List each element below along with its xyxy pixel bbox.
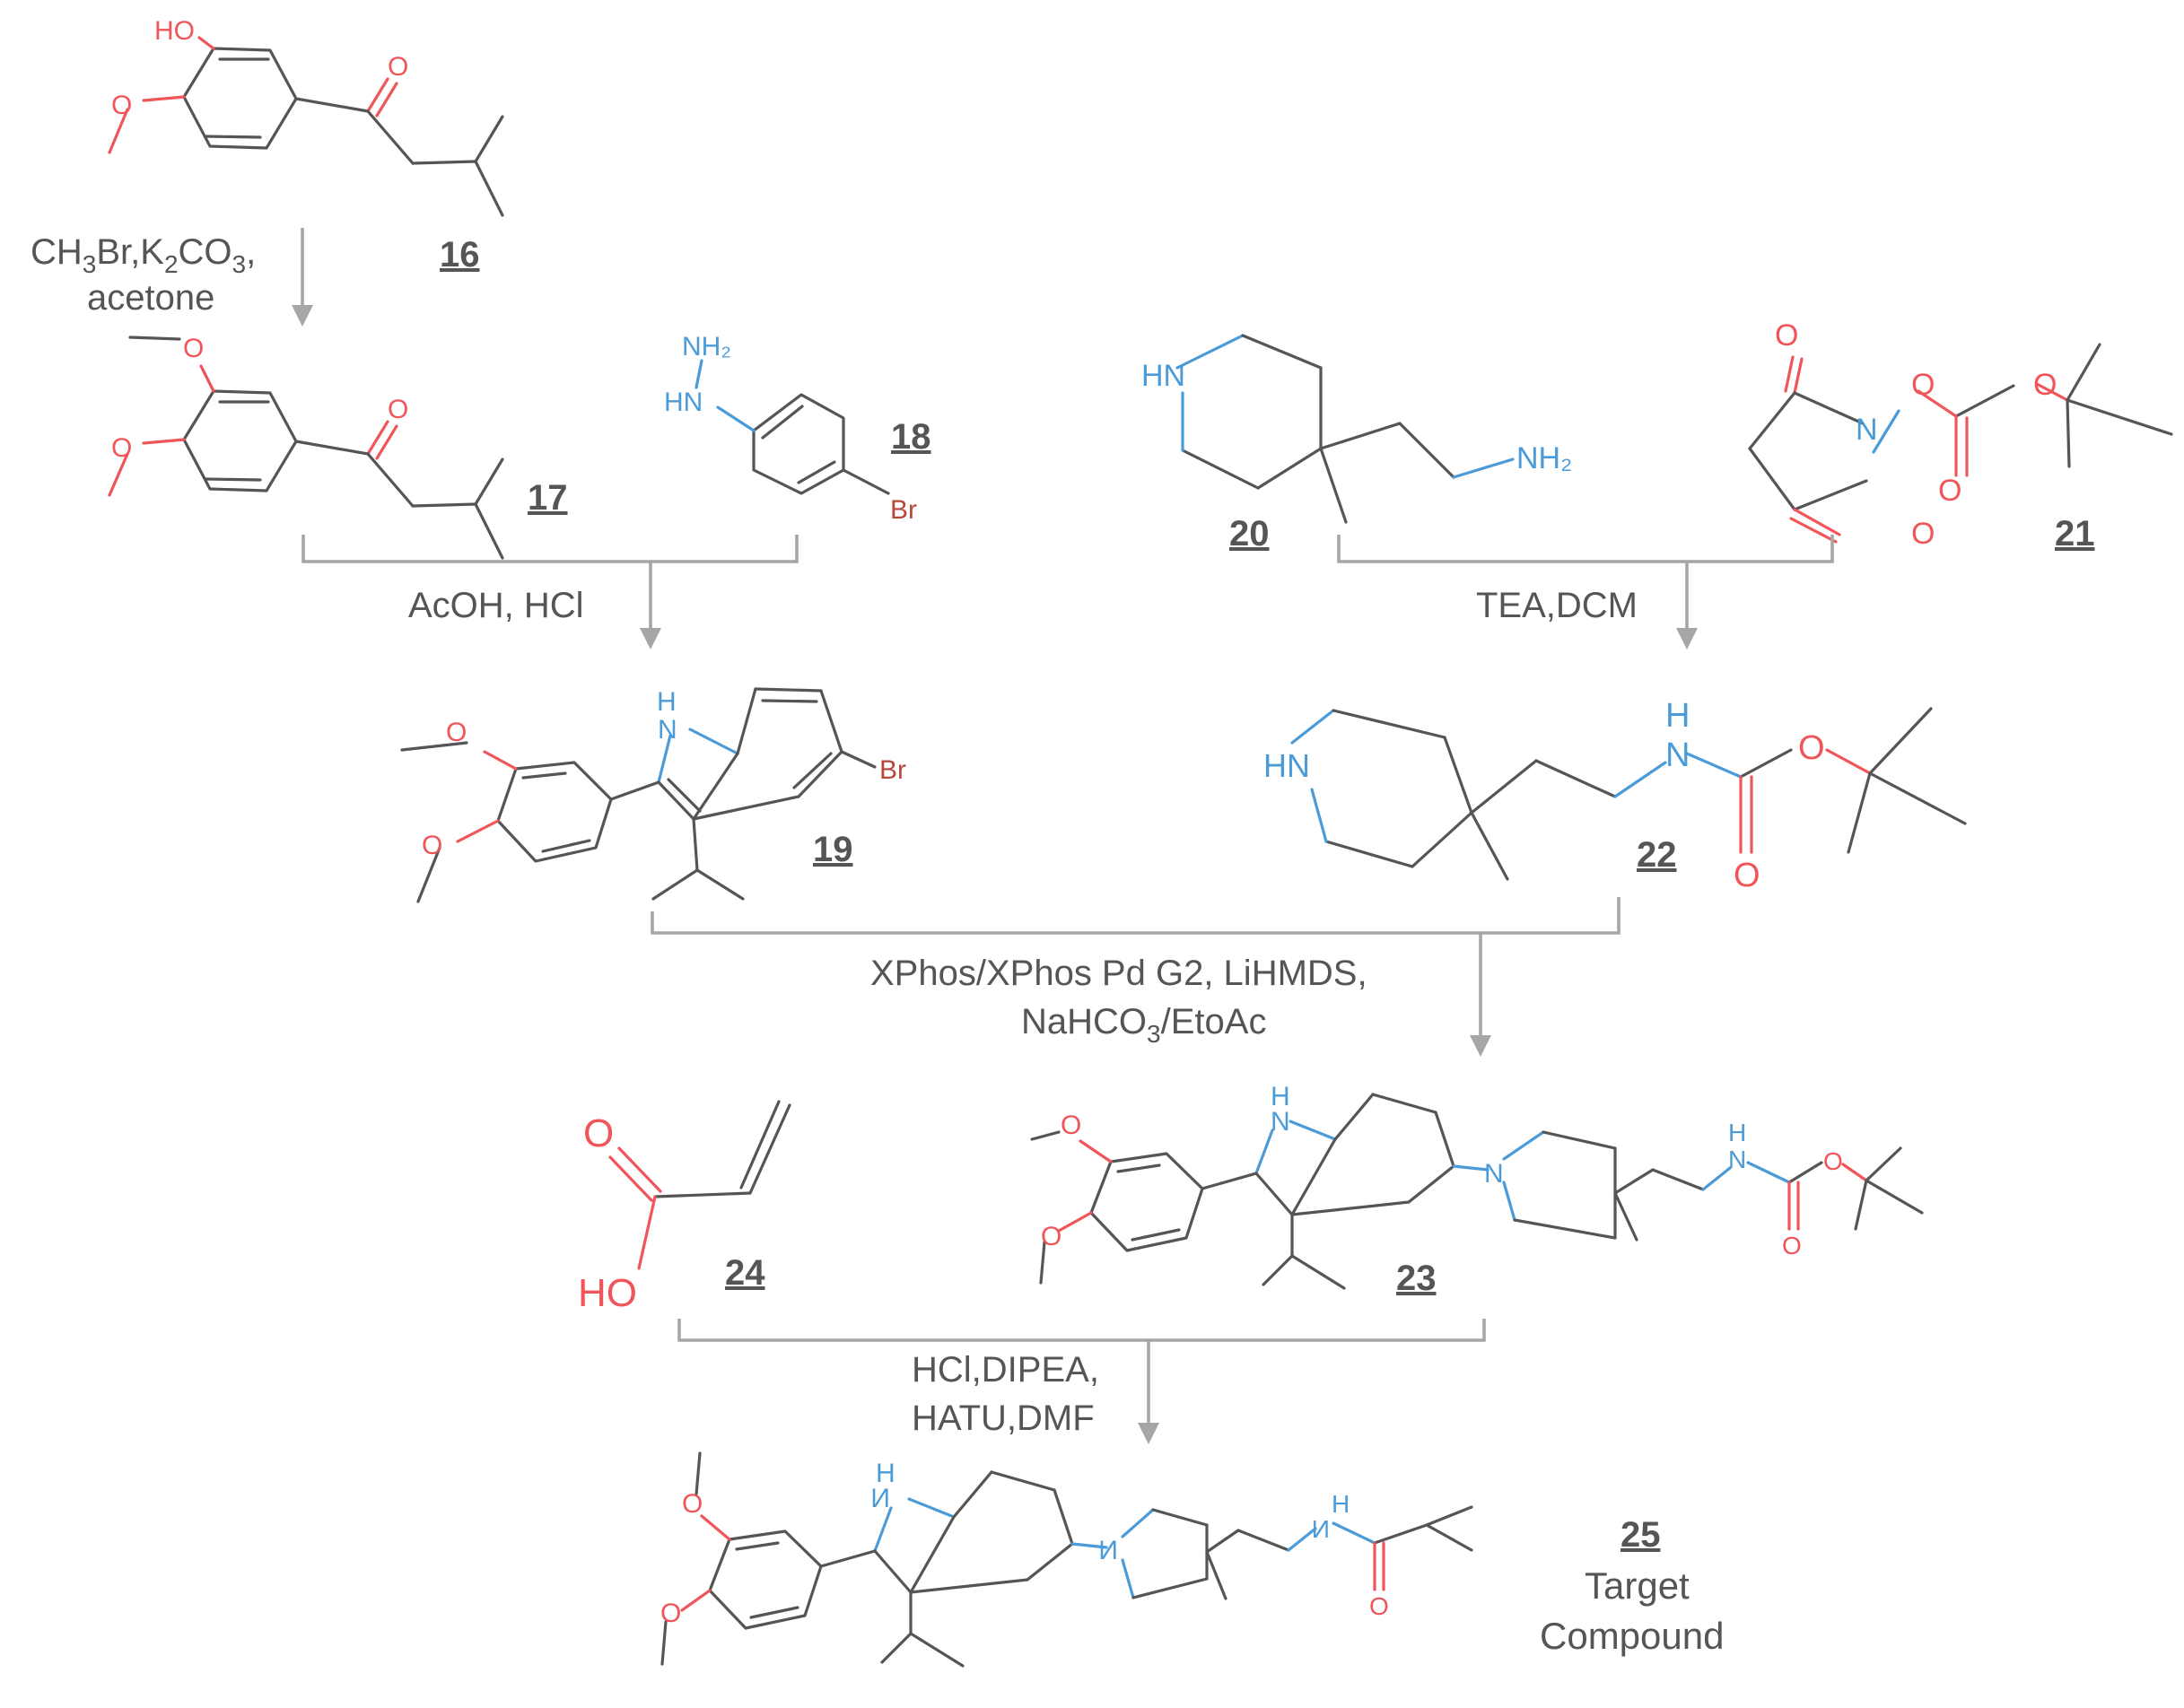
atom-o-17-methoxy: O: [111, 433, 132, 463]
condition-step5-line1: HCl,DIPEA,: [912, 1350, 1099, 1390]
atom-hn-22: HN: [1263, 747, 1310, 784]
atom-h-19: H: [657, 687, 677, 717]
atom-n-23-amide: N: [1728, 1146, 1746, 1173]
compound-16-structure: [108, 36, 504, 217]
atom-o-25-carbonyl: O: [1369, 1592, 1389, 1620]
atom-n-21: N: [1856, 413, 1878, 447]
atom-o-21-ester: O: [2033, 368, 2057, 402]
atom-hn-18: HN: [664, 388, 703, 417]
atom-n-25-piperidine: N: [1098, 1536, 1118, 1565]
atom-ho-16: HO: [154, 16, 195, 46]
compound-24-structure: [608, 1100, 791, 1270]
compound-label-23: 23: [1396, 1259, 1437, 1298]
compound-label-20: 20: [1229, 514, 1270, 553]
atom-n-25-amide: N: [1312, 1515, 1330, 1543]
arrow-step5: [677, 1319, 1486, 1444]
compound-label-17: 17: [528, 478, 568, 518]
target-label-line1: Target: [1585, 1564, 1690, 1607]
arrow-step4: [651, 897, 1621, 1057]
atom-o-21-noc: O: [1911, 368, 1935, 402]
atom-n-25-indole: N: [870, 1484, 890, 1513]
atom-nh2-18: NH₂: [682, 332, 731, 362]
atom-h-25-amide: H: [1332, 1490, 1350, 1518]
atom-br-18: Br: [890, 495, 917, 525]
atom-n-19: N: [658, 715, 677, 745]
atom-o-25-methoxy-top: O: [682, 1489, 703, 1519]
atom-o-21-top: O: [1775, 318, 1798, 353]
compound-25-structure: [660, 1451, 1473, 1668]
atom-o-25-methoxy-bottom: O: [660, 1599, 681, 1628]
compound-19-structure: [400, 687, 877, 903]
compound-18-structure: [695, 359, 890, 495]
condition-step1-line2: acetone: [87, 278, 214, 318]
atom-n-22: N: [1665, 736, 1690, 774]
compound-21-structure: [1748, 343, 2173, 544]
atom-h-23-indole: H: [1271, 1082, 1290, 1111]
compound-22-structure: [1290, 707, 1967, 881]
compound-label-21: 21: [2055, 514, 2095, 553]
atom-h-23-amide: H: [1728, 1119, 1746, 1146]
atom-o-24: O: [583, 1111, 614, 1155]
condition-step4-line1: XPhos/XPhos Pd G2, LiHMDS,: [870, 954, 1367, 993]
atom-h-25-indole: H: [876, 1459, 895, 1488]
compound-label-19: 19: [813, 830, 853, 869]
atom-n-23-indole: N: [1271, 1107, 1290, 1137]
arrow-step1: [292, 228, 313, 327]
condition-step2: AcOH, HCl: [408, 586, 584, 625]
compound-label-22: 22: [1637, 835, 1677, 875]
compound-20-structure: [1175, 334, 1515, 524]
atom-h-22: H: [1665, 697, 1690, 735]
condition-step3: TEA,DCM: [1476, 586, 1638, 625]
atom-o-21-bottom: O: [1911, 517, 1935, 551]
arrow-step3: [1337, 535, 1834, 649]
atom-o-17-methoxy-top: O: [183, 334, 204, 363]
atom-o-23-carbonyl: O: [1782, 1232, 1802, 1259]
atom-o-19-methoxy-top: O: [446, 718, 467, 747]
compound-label-25: 25: [1621, 1515, 1661, 1555]
atom-hn-20: HN: [1141, 359, 1185, 393]
atom-n-23-piperidine: N: [1484, 1159, 1504, 1189]
atom-o-23-methoxy-top: O: [1061, 1111, 1081, 1140]
target-label-line2: Compound: [1540, 1615, 1724, 1657]
atom-o-21-carbonyl: O: [1938, 474, 1961, 508]
atom-o-16-methoxy: O: [111, 91, 132, 120]
atom-o-23-methoxy-bottom: O: [1041, 1222, 1061, 1251]
atom-o-22-carbonyl: O: [1734, 857, 1760, 894]
arrow-step2: [301, 535, 799, 649]
compound-label-18: 18: [891, 417, 931, 457]
atom-nh2-20: NH₂: [1516, 441, 1572, 475]
atom-br-19: Br: [879, 755, 906, 785]
atom-o-17-ketone: O: [388, 395, 408, 424]
condition-step4-line2: NaHCO3/EtoAc: [1021, 1002, 1266, 1048]
compound-23-structure: [1030, 1093, 1924, 1290]
atom-ho-24: HO: [578, 1271, 637, 1315]
condition-step1-line1: CH3Br,K2CO3,: [31, 232, 256, 278]
atom-o-23-ester: O: [1823, 1147, 1843, 1175]
compound-label-24: 24: [725, 1253, 765, 1293]
compound-label-16: 16: [440, 235, 480, 274]
atom-o-19-methoxy-bottom: O: [422, 831, 442, 860]
atom-o-22-ester: O: [1798, 729, 1825, 767]
compound-17-structure: [108, 336, 504, 560]
atom-o-16-ketone: O: [388, 52, 408, 82]
condition-step5-line2: HATU,DMF: [912, 1399, 1095, 1438]
